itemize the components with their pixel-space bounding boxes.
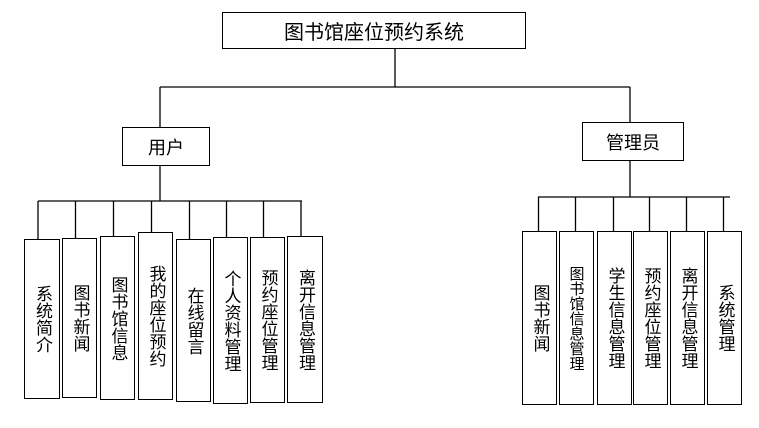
- module-node: 图书馆信息: [100, 236, 135, 400]
- module-node: 个人资料管理: [213, 237, 248, 404]
- module-node: 离开信息管理: [287, 236, 323, 403]
- module-node: 预约座位管理: [250, 237, 285, 403]
- role-node-admin: 管理员: [582, 122, 684, 161]
- module-node: 系统简介: [24, 239, 60, 399]
- module-node: 图书新闻: [62, 238, 97, 398]
- module-node: 在线留言: [176, 239, 211, 402]
- module-node: 学生信息管理: [597, 231, 632, 405]
- module-node: 系统管理: [707, 231, 742, 405]
- module-node: 我的座位预约: [138, 232, 173, 400]
- module-node: 图书新闻: [522, 231, 557, 405]
- module-node: 图书馆信息管理: [559, 231, 594, 405]
- root-node: 图书馆座位预约系统: [222, 12, 526, 49]
- role-node-user: 用户: [122, 127, 210, 166]
- module-node: 预约座位管理: [633, 231, 668, 405]
- module-node: 离开信息管理: [670, 231, 705, 405]
